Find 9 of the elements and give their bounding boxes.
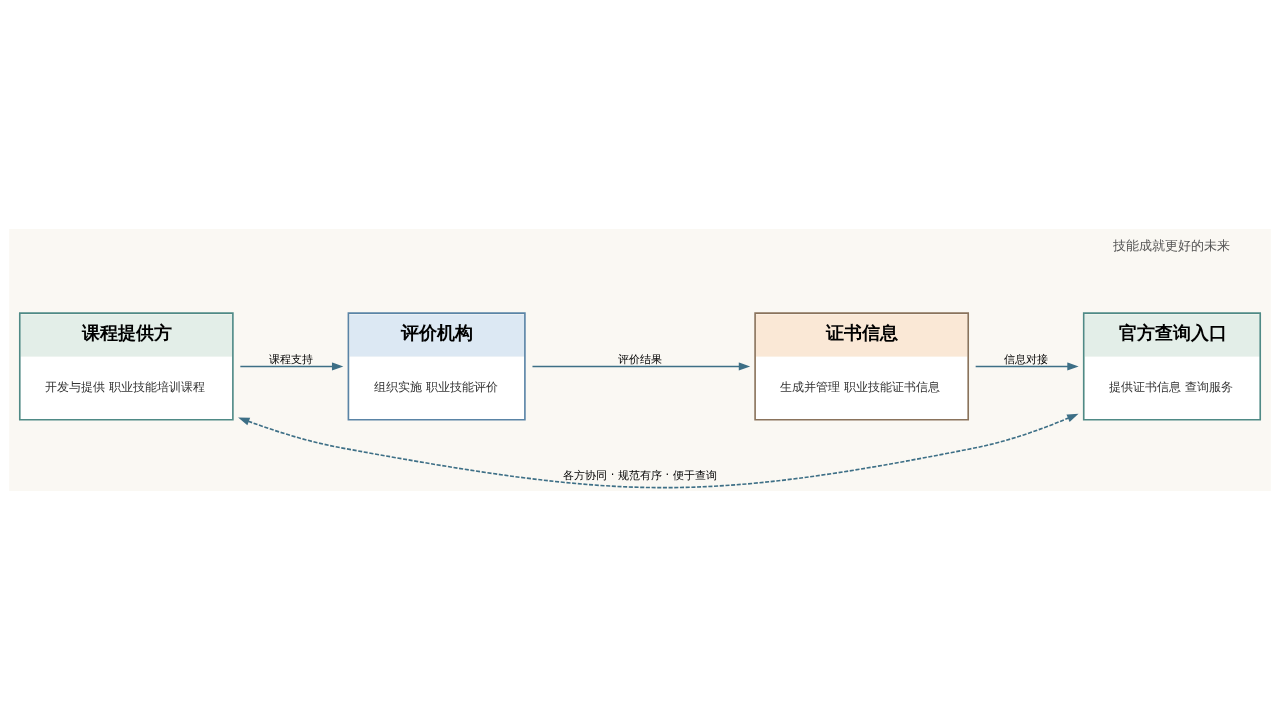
label: 技能成就更好的未来: [1113, 237, 1231, 253]
edge-label: 各方协同 · 规范有序 · 便于查询: [563, 467, 717, 482]
edge-label: 评价结果: [618, 352, 662, 367]
arrow: [974, 362, 1079, 371]
arrow: [239, 362, 344, 371]
arrow: [531, 362, 751, 371]
edge-label: 信息对接: [1003, 352, 1048, 367]
edge-label: 课程支持: [268, 352, 313, 367]
arrow: [238, 413, 1079, 489]
